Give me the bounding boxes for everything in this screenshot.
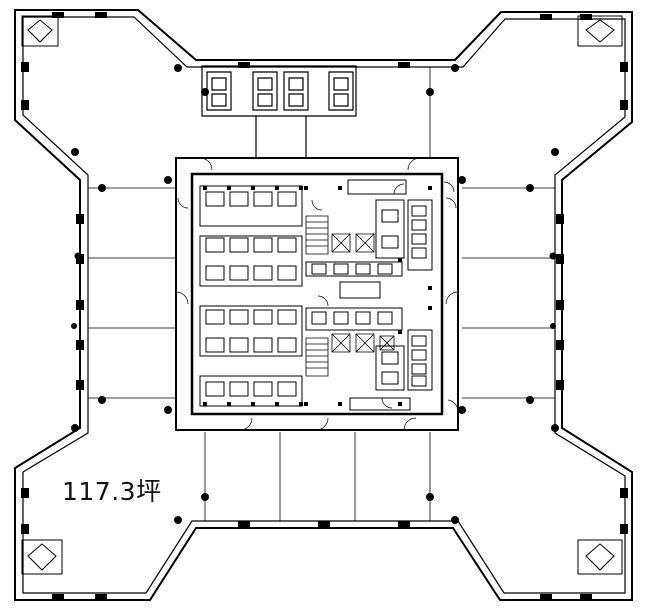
core-marks [203,186,432,406]
service-rooms [340,180,432,410]
door-swings [176,158,458,430]
grid-lines [88,67,555,521]
corner-details [22,16,622,574]
core-walls [176,158,458,430]
elevator-banks [200,186,402,406]
stairs [306,216,328,376]
area-label: 117.3坪 [62,477,162,506]
window-marks [21,12,628,600]
building-outline [15,10,632,600]
columns [71,64,559,524]
top-service-block [202,66,356,158]
shafts [332,234,394,352]
